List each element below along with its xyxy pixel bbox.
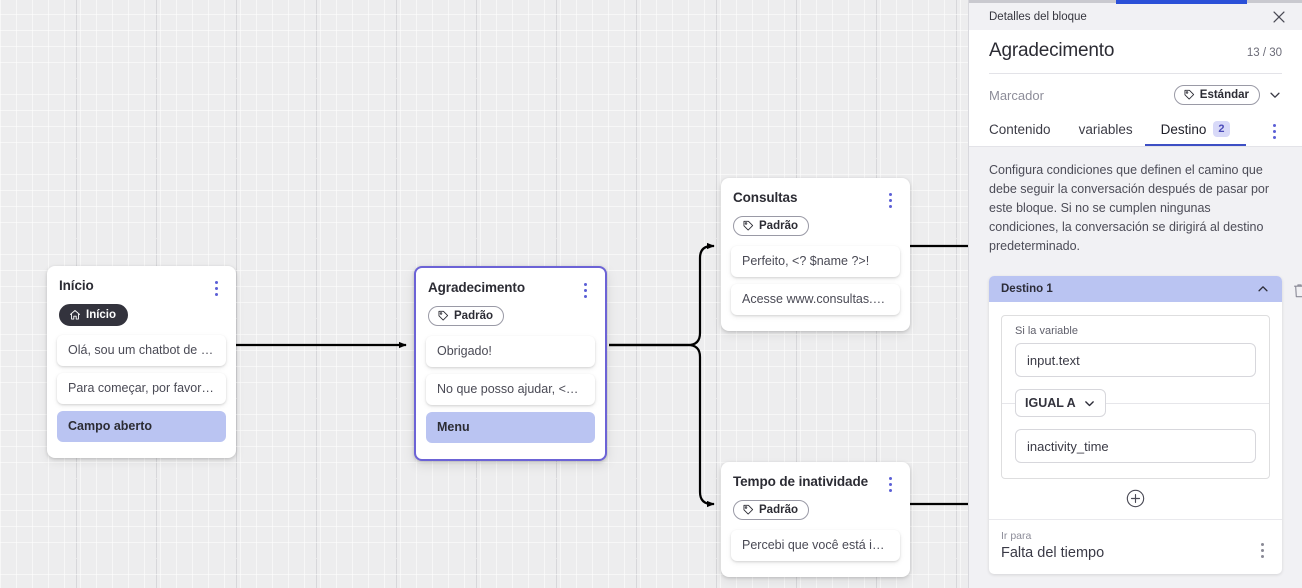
node-tag-label: Padrão [759, 504, 798, 516]
flow-canvas[interactable]: Início Início Olá, sou um chatbot de tes… [0, 0, 968, 588]
node-message[interactable]: Olá, sou um chatbot de teste! [57, 335, 226, 366]
node-message[interactable]: Campo aberto [57, 411, 226, 442]
destination-description: Configura condiciones que definen el cam… [989, 163, 1270, 253]
block-details-panel: Detalles del bloque Agradecimento 13 / 3… [968, 0, 1302, 588]
flow-node-inatividade[interactable]: Tempo de inatividade Padrão Percebi que … [721, 462, 910, 577]
flow-node-inicio[interactable]: Início Início Olá, sou um chatbot de tes… [47, 266, 236, 458]
home-icon [70, 310, 80, 320]
goto-text: Ir para Falta del tiempo [1001, 529, 1104, 563]
marker-label: Marcador [989, 87, 1044, 103]
variable-field[interactable]: input.text [1015, 343, 1256, 377]
node-message[interactable]: Percebi que você está inativo. C... [731, 530, 900, 561]
tag-icon [743, 504, 754, 515]
edge-agradecimento-consultas [609, 242, 715, 347]
chevron-down-icon[interactable] [1268, 88, 1282, 102]
node-header: Início [47, 266, 236, 297]
flow-node-consultas[interactable]: Consultas Padrão Perfeito, <? $name ?>! … [721, 178, 910, 331]
tab-destino[interactable]: Destino 2 [1144, 119, 1246, 146]
marker-row: Marcador Estándar [989, 74, 1282, 111]
operator-divider [1002, 403, 1269, 404]
node-header: Tempo de inatividade [721, 462, 910, 493]
marker-tag[interactable]: Estándar [1173, 85, 1260, 105]
node-title: Início [59, 278, 94, 293]
active-view-indicator [1116, 0, 1247, 4]
node-menu-icon[interactable] [208, 279, 224, 297]
close-icon[interactable] [1270, 8, 1288, 26]
title-row: Agradecimento 13 / 30 [989, 40, 1282, 74]
compare-value-field[interactable]: inactivity_time [1015, 429, 1256, 463]
goto-label: Ir para [1001, 530, 1032, 542]
tabs-divider [969, 146, 1302, 147]
flow-edges [236, 242, 968, 508]
page-title: Agradecimento [989, 40, 1115, 61]
node-message[interactable]: Perfeito, <? $name ?>! [731, 246, 900, 277]
marker-tag-label: Estándar [1199, 89, 1249, 101]
tab-label: Destino [1160, 121, 1207, 137]
node-message[interactable]: Para começar, por favor digite o ... [57, 373, 226, 404]
node-message[interactable]: Obrigado! [426, 336, 595, 367]
node-tag-label: Padrão [759, 220, 798, 232]
goto-section[interactable]: Ir para Falta del tiempo [989, 519, 1282, 574]
condition-label: Si la variable [1015, 325, 1078, 337]
destination-card: Destino 1 Si la variable input.text IGUA… [989, 276, 1302, 574]
tag-icon [743, 220, 754, 231]
node-menu-icon[interactable] [882, 475, 898, 493]
node-tag-row: Padrão [721, 209, 910, 246]
destination-header-label: Destino 1 [1001, 283, 1053, 295]
flow-node-agradecimento[interactable]: Agradecimento Padrão Obrigado! No que po… [414, 266, 607, 461]
operator-row: IGUAL A [1002, 386, 1269, 420]
tag-icon [438, 310, 449, 321]
panel-title-section: Agradecimento 13 / 30 Marcador Estándar [969, 30, 1302, 146]
panel-header-title: Detalles del bloque [989, 11, 1087, 23]
node-message[interactable]: Menu [426, 412, 595, 443]
node-message[interactable]: No que posso ajudar, <? $name ... [426, 374, 595, 405]
panel-content: Configura condiciones que definen el cam… [969, 147, 1302, 588]
chevron-down-icon [1084, 400, 1094, 406]
node-tag-row: Padrão [416, 299, 605, 336]
node-tag[interactable]: Início [59, 304, 129, 326]
tag-icon [1184, 89, 1194, 100]
node-tag-row: Início [47, 297, 236, 335]
tab-variables[interactable]: variables [1079, 120, 1133, 146]
goto-menu-icon[interactable] [1254, 543, 1270, 561]
node-menu-icon[interactable] [882, 191, 898, 209]
tab-label: Contenido [989, 121, 1051, 137]
plus-circle-icon[interactable] [1126, 489, 1145, 508]
panel-tabs: Contenido variables Destino 2 [989, 111, 1282, 146]
destination-header[interactable]: Destino 1 [989, 276, 1282, 302]
node-tag[interactable]: Padrão [428, 306, 504, 326]
chevron-up-icon[interactable] [1256, 282, 1270, 296]
trash-icon[interactable] [1292, 283, 1302, 299]
node-tag[interactable]: Padrão [733, 500, 809, 520]
operator-label: IGUAL A [1025, 396, 1076, 410]
marker-controls: Estándar [1173, 85, 1282, 105]
node-title: Agradecimento [428, 280, 525, 295]
node-tag-label: Início [86, 309, 117, 321]
node-title: Consultas [733, 190, 798, 205]
tabs-overflow-menu-icon[interactable] [1266, 123, 1282, 142]
edge-agradecimento-inatividade [609, 343, 715, 508]
tab-label: variables [1078, 121, 1133, 137]
goto-value: Falta del tiempo [1001, 545, 1105, 561]
tab-contenido[interactable]: Contenido [989, 120, 1051, 146]
operator-select[interactable]: IGUAL A [1015, 389, 1106, 417]
node-menu-icon[interactable] [577, 281, 593, 299]
node-message[interactable]: Acesse www.consultas.com par... [731, 284, 900, 315]
node-title: Tempo de inatividade [733, 474, 869, 489]
node-tag-label: Padrão [454, 310, 493, 322]
node-tag-row: Padrão [721, 493, 910, 530]
add-condition-row [989, 479, 1282, 519]
character-counter: 13 / 30 [1246, 47, 1282, 59]
node-header: Agradecimento [416, 268, 605, 299]
node-tag[interactable]: Padrão [733, 216, 809, 236]
condition-box: Si la variable input.text IGUAL A inacti… [1001, 315, 1270, 479]
panel-header: Detalles del bloque [969, 0, 1302, 30]
tab-badge: 2 [1213, 121, 1230, 137]
node-header: Consultas [721, 178, 910, 209]
